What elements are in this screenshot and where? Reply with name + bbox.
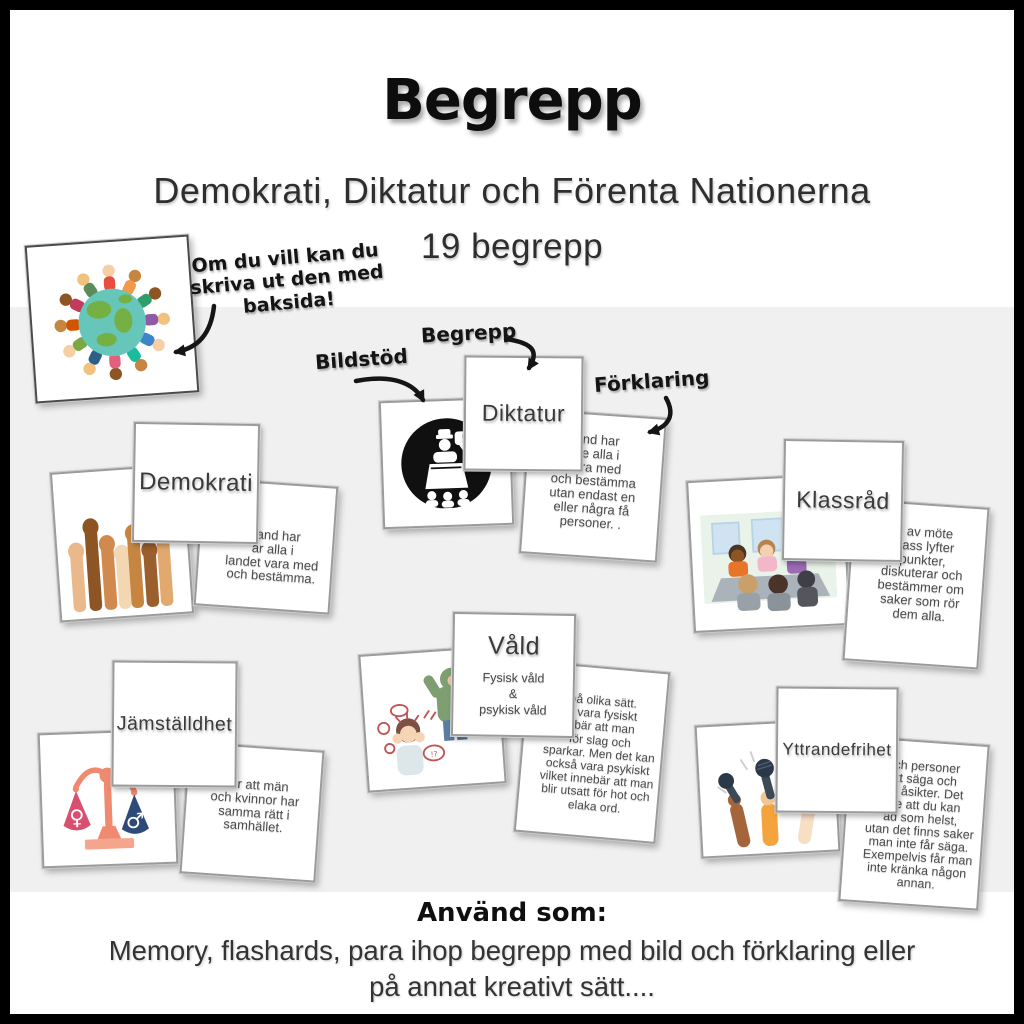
demokrati-term-label: Demokrati	[138, 468, 254, 497]
page-title: Begrepp	[382, 68, 643, 133]
victim-figure	[392, 711, 425, 776]
yttrandefrihet-term-card: Yttrandefrihet	[775, 686, 899, 814]
demokrati-term-card: Demokrati	[131, 421, 261, 545]
raised-hands-illustration	[68, 518, 174, 613]
jamstalldhet-term-label: Jämställdhet	[116, 711, 233, 736]
red-doodles	[377, 704, 446, 762]
jamstalldhet-term-card: Jämställdhet	[111, 660, 238, 788]
footer-usage-text: Memory, flashards, para ihop begrepp med…	[108, 935, 916, 1002]
yttrandefrihet-term-label: Yttrandefrihet	[782, 739, 892, 760]
middle-arm	[755, 758, 779, 846]
svg-text:!?: !?	[430, 749, 438, 758]
vald-subterm-label: Fysisk våld & psykisk våld	[479, 670, 547, 718]
klassrad-term-card: Klassråd	[781, 438, 905, 563]
vald-term-label: Våld	[487, 631, 541, 661]
footer-heading: Använd som:	[416, 898, 608, 928]
earth-icon	[78, 288, 146, 357]
diktatur-term-label: Diktatur	[481, 399, 566, 427]
left-arm	[718, 772, 751, 848]
svg-text:♂: ♂	[125, 809, 145, 834]
diktatur-term-card: Diktatur	[463, 355, 584, 472]
svg-text:♀: ♀	[69, 805, 85, 830]
globe-children-illustration	[54, 264, 170, 381]
continents	[86, 294, 133, 347]
vald-term-card: Våld Fysisk våld & psykisk våld	[450, 611, 577, 739]
demokrati-image-card	[49, 463, 195, 623]
concept-count: 19 begrepp	[420, 227, 604, 266]
page-subtitle: Demokrati, Diktatur och Förenta Nationer…	[153, 170, 871, 211]
klassrad-term-label: Klassråd	[796, 486, 890, 514]
globe-card	[24, 234, 200, 404]
label-begrepp: Begrepp	[420, 318, 517, 348]
children-ring	[54, 264, 170, 381]
